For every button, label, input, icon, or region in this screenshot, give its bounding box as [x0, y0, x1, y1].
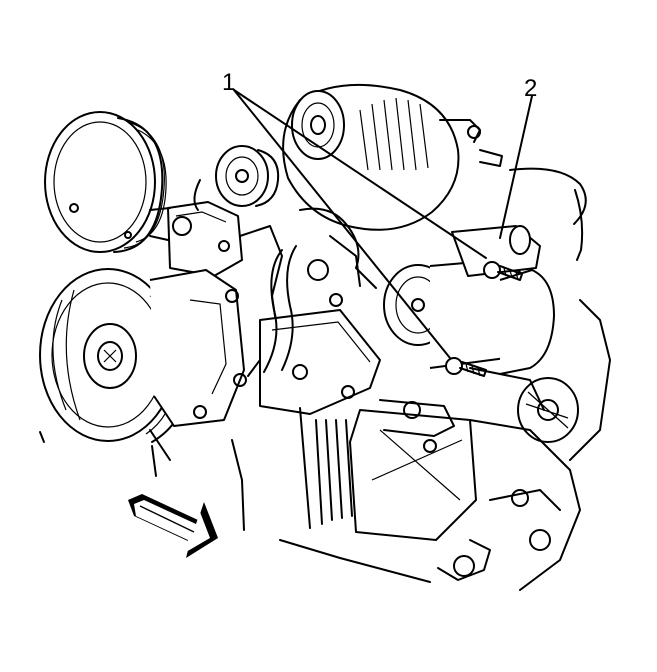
callout-2-leader [499, 95, 533, 239]
engine-block-right [509, 167, 611, 461]
starter-motor [383, 225, 579, 443]
crankshaft-balancer [39, 268, 194, 443]
generator [282, 83, 503, 231]
callout-label-2: 2 [524, 75, 537, 102]
mounting-bracket [259, 207, 381, 415]
oil-pan [231, 399, 581, 591]
tensioner-bracket [149, 201, 243, 277]
callout-1-leaders [233, 89, 487, 359]
starter-bolt-upper [483, 261, 523, 281]
starter-bolt-lower [445, 357, 487, 377]
tensioner-pulley [215, 145, 280, 207]
callout-label-1: 1 [222, 69, 235, 96]
upper-left-pulley [44, 111, 167, 253]
front-direction-arrow-icon [128, 494, 218, 558]
engine-block-left [39, 179, 201, 477]
